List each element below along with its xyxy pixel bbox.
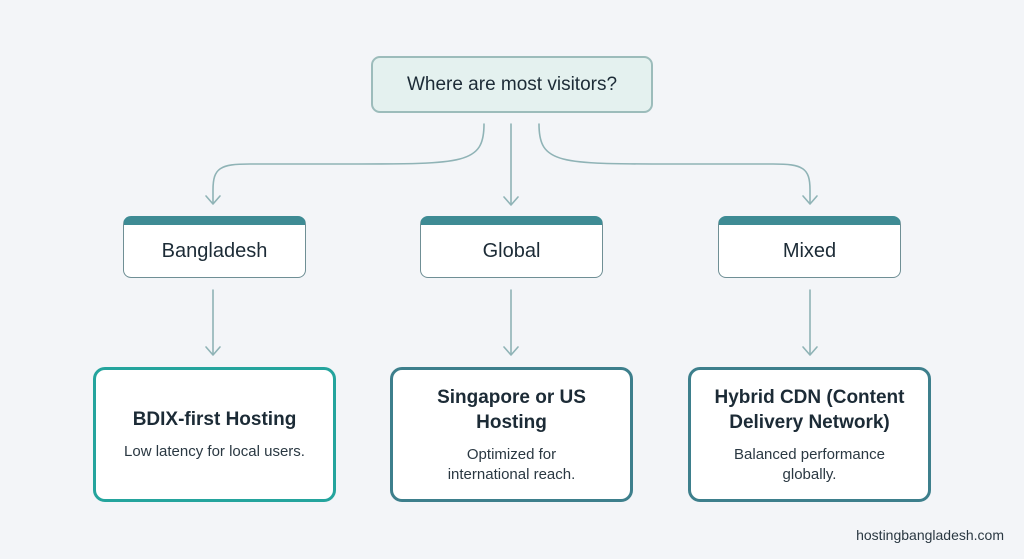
outcome-description: Balanced performance globally. <box>734 445 885 483</box>
question-node: Where are most visitors? <box>371 56 653 113</box>
arrowhead-mixed <box>802 195 818 205</box>
arrowhead-bangladesh <box>205 195 221 205</box>
arrowhead-bangladesh-outcome <box>205 346 221 356</box>
outcome-title: BDIX-first Hosting <box>132 409 297 430</box>
category-label: Global <box>482 239 541 262</box>
outcome-title: Singapore or US Hosting <box>437 386 586 433</box>
connector-question-mixed <box>538 123 811 204</box>
category-node-global: Global <box>420 216 603 278</box>
connector-question-bangladesh <box>212 123 485 204</box>
category-node-bangladesh: Bangladesh <box>123 216 306 278</box>
arrowhead-global-outcome <box>503 346 519 356</box>
outcome-node-singapore-us: Singapore or US Hosting Optimized for in… <box>390 367 633 502</box>
source-watermark: hostingbangladesh.com <box>856 527 1004 543</box>
arrowhead-global <box>503 196 519 206</box>
outcome-description: Low latency for local users. <box>124 443 305 460</box>
outcome-title: Hybrid CDN (Content Delivery Network) <box>714 386 905 433</box>
question-label: Where are most visitors? <box>406 73 618 95</box>
category-node-mixed: Mixed <box>718 216 901 278</box>
category-label: Mixed <box>782 239 837 262</box>
arrowhead-mixed-outcome <box>802 346 818 356</box>
category-label: Bangladesh <box>161 239 268 262</box>
outcome-node-hybrid-cdn: Hybrid CDN (Content Delivery Network) Ba… <box>688 367 931 502</box>
outcome-node-bdix: BDIX-first Hosting Low latency for local… <box>93 367 336 502</box>
outcome-description: Optimized for international reach. <box>447 445 576 483</box>
